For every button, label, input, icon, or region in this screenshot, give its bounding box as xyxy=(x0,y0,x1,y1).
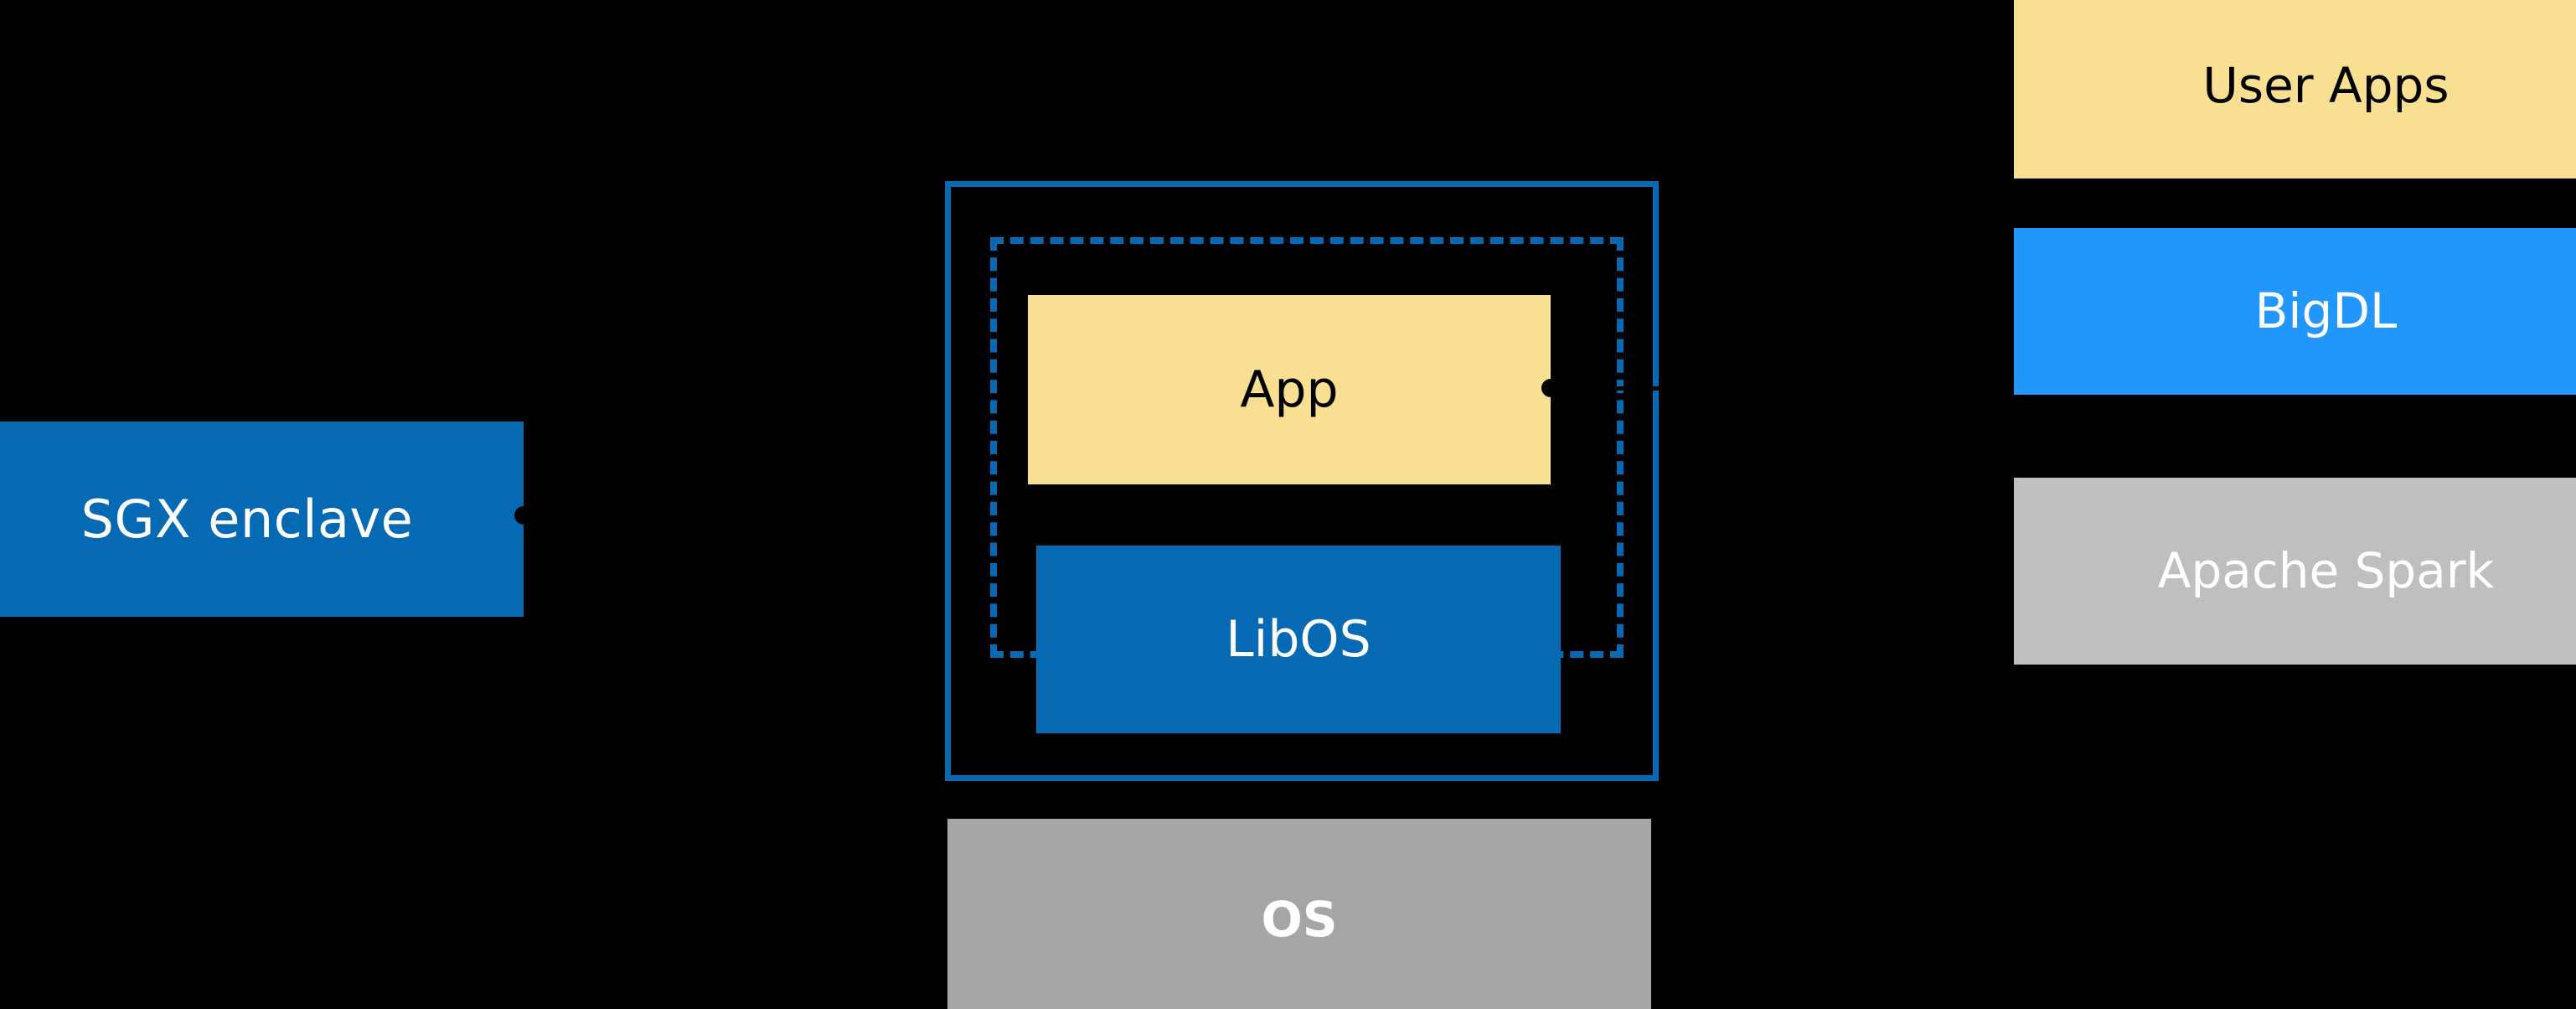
os-box[interactable]: OS xyxy=(947,819,1651,1009)
apache-spark-box[interactable]: Apache Spark xyxy=(2014,478,2576,665)
sgx-enclave-connector-line xyxy=(524,514,942,518)
sgx-enclave-arrow-icon xyxy=(514,506,533,525)
user-apps-box[interactable]: User Apps xyxy=(2014,0,2576,179)
bigdl-box[interactable]: BigDL xyxy=(2014,228,2576,395)
enclave-boundary-frame[interactable] xyxy=(945,181,1659,781)
app-callout-arrow-icon xyxy=(1541,379,1560,397)
libos-box[interactable]: LibOS xyxy=(1036,546,1561,733)
app-box[interactable]: App xyxy=(1028,295,1551,484)
sgx-enclave-box[interactable]: SGX enclave xyxy=(0,422,524,617)
app-callout-connector-line xyxy=(1551,386,2007,391)
